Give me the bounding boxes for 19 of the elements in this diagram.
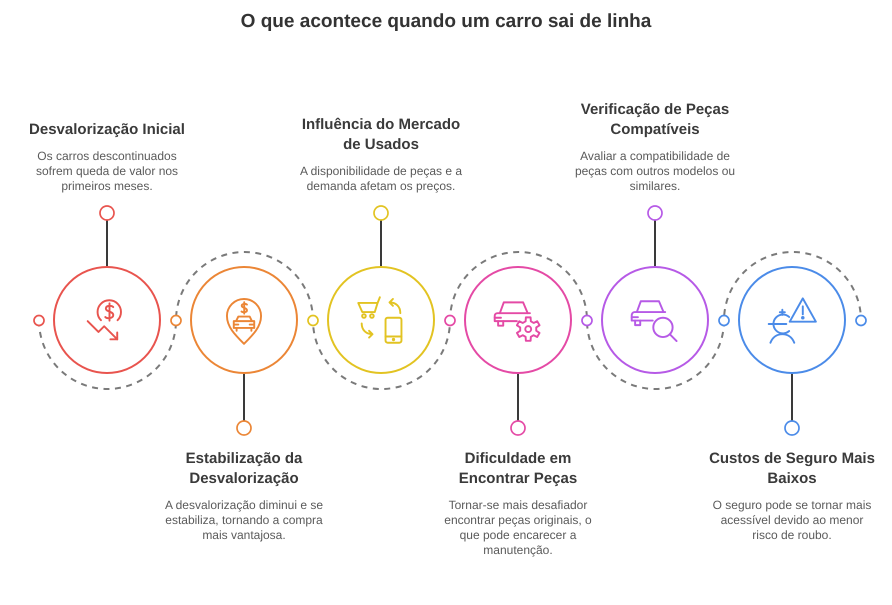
connector-line [236,374,252,436]
connector-line [99,205,115,266]
step-heading: Desvalorização Inicial [29,120,185,140]
step-description: A desvalorização diminui e se estabiliza, tornando a compra mais vantajosa. [164,498,324,542]
step-description: Os carros descontinuados sofrem queda de valor nos primeiros meses. [34,148,180,194]
step-description: Avaliar a compatibilidade de peças com outros modelos ou similares. [574,148,736,194]
connector-line [510,374,526,436]
step-heading: Custos de Seguro Mais Baixos [708,448,876,488]
connector-line [784,374,800,436]
step-description: A disponibilidade de peças e a demanda afetam os preços. [298,164,464,194]
step-description: O seguro pode se tornar mais acessível devido ao menor risco de roubo. [712,498,872,542]
step-heading: Dificuldade em Encontrar Peças [458,448,578,488]
connector-line [647,205,663,266]
step-heading: Verificação de Peças Compatíveis [580,100,730,140]
step-heading: Influência do Mercado de Usados [300,114,462,154]
connector-line [373,205,389,266]
step-heading: Estabilização da Desvalorização [184,448,304,488]
diagram-title: O que acontece quando um carro sai de linha [240,10,652,34]
step-description: Tornar-se mais desafiador encontrar peças originais, o que pode encarecer a manutenção. [443,498,593,558]
